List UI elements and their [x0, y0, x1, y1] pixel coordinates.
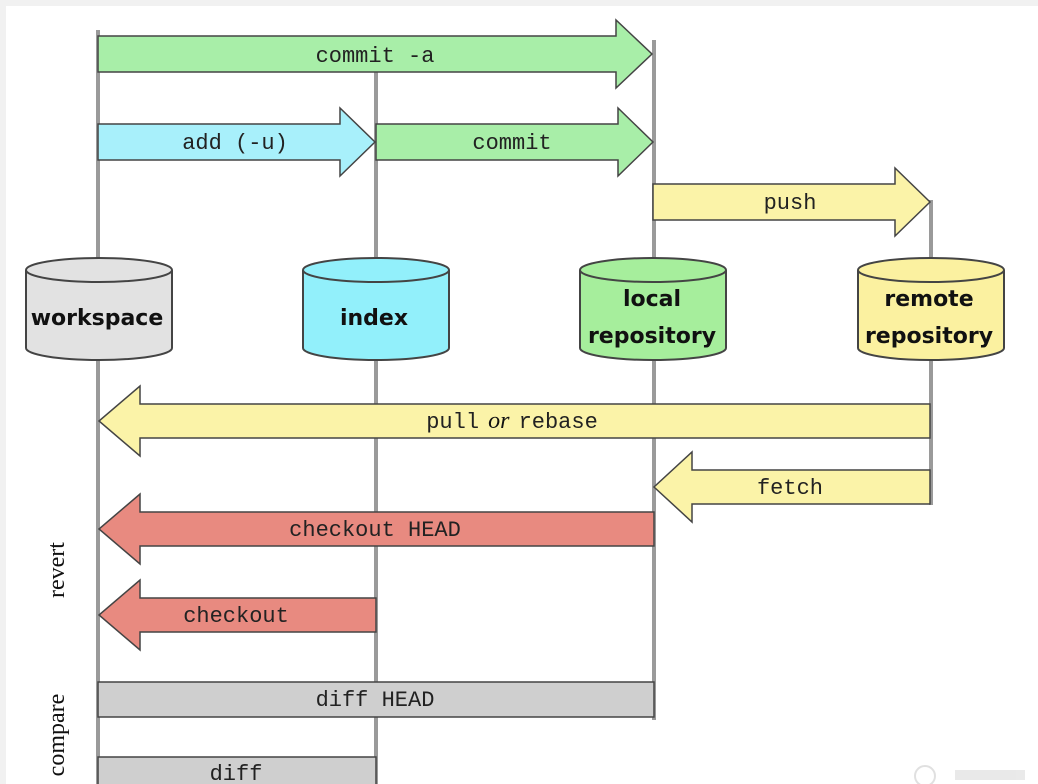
arrow-label-checkout-head: checkout HEAD	[289, 518, 461, 543]
arrow-label-fetch: fetch	[757, 476, 823, 501]
side-label-compare: compare	[44, 694, 70, 777]
store-label-workspace: workspace	[31, 306, 164, 331]
arrow-commit: commit	[375, 106, 655, 178]
arrow-push: push	[652, 166, 932, 238]
arrow-commit-a: commit -a	[97, 18, 654, 90]
store-local-repository: local repository	[579, 257, 727, 361]
store-index: index	[302, 257, 450, 361]
arrow-label-commit: commit	[472, 131, 551, 156]
rebase-text: rebase	[519, 410, 598, 435]
bar-diff: diff	[97, 756, 377, 784]
arrow-pull-or-rebase: pull or rebase	[97, 384, 931, 458]
store-label-remote-2: repository	[865, 324, 993, 349]
store-label-local-2: repository	[588, 324, 716, 349]
diagram-panel	[6, 6, 1038, 784]
arrow-label-pull-or-rebase: pull or rebase	[426, 408, 598, 435]
or-text: or	[488, 408, 510, 434]
arrow-fetch: fetch	[652, 450, 931, 524]
bar-label-diff: diff	[210, 762, 263, 784]
store-workspace: workspace	[25, 257, 173, 361]
store-label-remote-1: remote	[884, 287, 973, 312]
arrow-checkout-head: checkout HEAD	[97, 492, 655, 566]
arrow-label-push: push	[764, 191, 817, 216]
store-label-index: index	[340, 306, 408, 331]
arrow-label-checkout: checkout	[183, 604, 289, 629]
bar-diff-head: diff HEAD	[97, 681, 655, 718]
store-label-local-1: local	[623, 287, 681, 312]
pull-text: pull	[426, 410, 479, 435]
arrow-label-commit-a: commit -a	[316, 44, 435, 69]
arrow-add-u: add (-u)	[97, 106, 377, 178]
bar-label-diff-head: diff HEAD	[316, 688, 435, 713]
side-label-revert: revert	[44, 542, 70, 598]
watermark	[914, 765, 1025, 784]
arrow-label-add-u: add (-u)	[182, 131, 288, 156]
arrow-checkout: checkout	[97, 578, 377, 652]
store-remote-repository: remote repository	[857, 257, 1005, 361]
